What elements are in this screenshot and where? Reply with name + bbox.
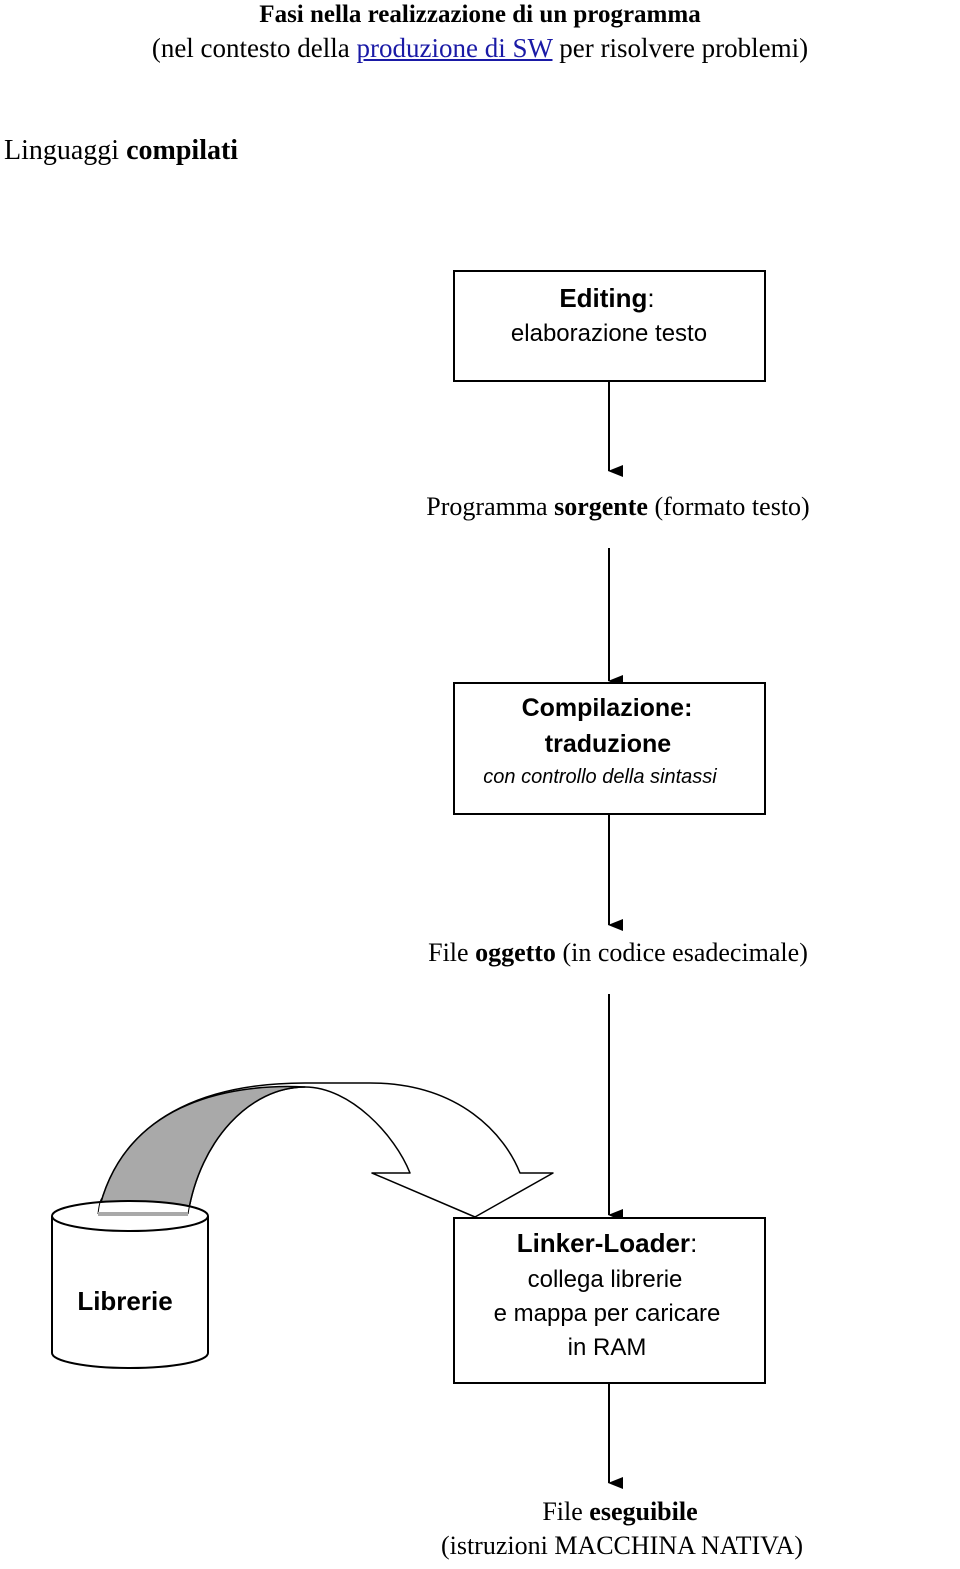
compilation-title: Compilazione: [522,694,693,722]
libraries-label: Librerie [77,1286,172,1316]
editing-desc: elaborazione testo [511,320,707,347]
section-label-bold: compilati [126,135,239,166]
production-link[interactable]: produzione di SW [356,33,553,63]
subtitle-suffix: per risolvere problemi) [552,33,809,63]
compilation-desc: con controllo della sintassi [483,766,717,788]
subtitle-prefix: (nel contesto della [151,33,357,63]
linker-line-3: in RAM [568,1334,647,1361]
linker-line-2: e mappa per caricare [494,1300,721,1327]
page-subtitle: (nel contesto della produzione di SW per… [0,32,960,64]
curved-arrow-libraries-to-linker [97,1082,554,1218]
editing-box [453,270,766,382]
editing-title: Editing: [559,283,654,313]
page-title: Fasi nella realizzazione di un programma [259,1,701,28]
compilation-box [453,682,766,815]
section-label: Linguaggi [4,135,127,166]
exe-label-line-1: File eseguibile [542,1497,697,1526]
linker-title: Linker-Loader: [517,1228,698,1258]
linker-line-1: collega librerie [528,1266,683,1293]
compilation-subtitle: traduzione [545,730,671,758]
section-heading: Linguaggi compilati [4,134,238,168]
libraries-cylinder [51,1197,209,1369]
object-file-label: File oggetto (in codice esadecimale) [428,938,808,967]
linker-box [453,1217,766,1384]
source-program-label: Programma sorgente (formato testo) [426,492,809,521]
exe-label-line-2: (istruzioni MACCHINA NATIVA) [441,1531,803,1560]
